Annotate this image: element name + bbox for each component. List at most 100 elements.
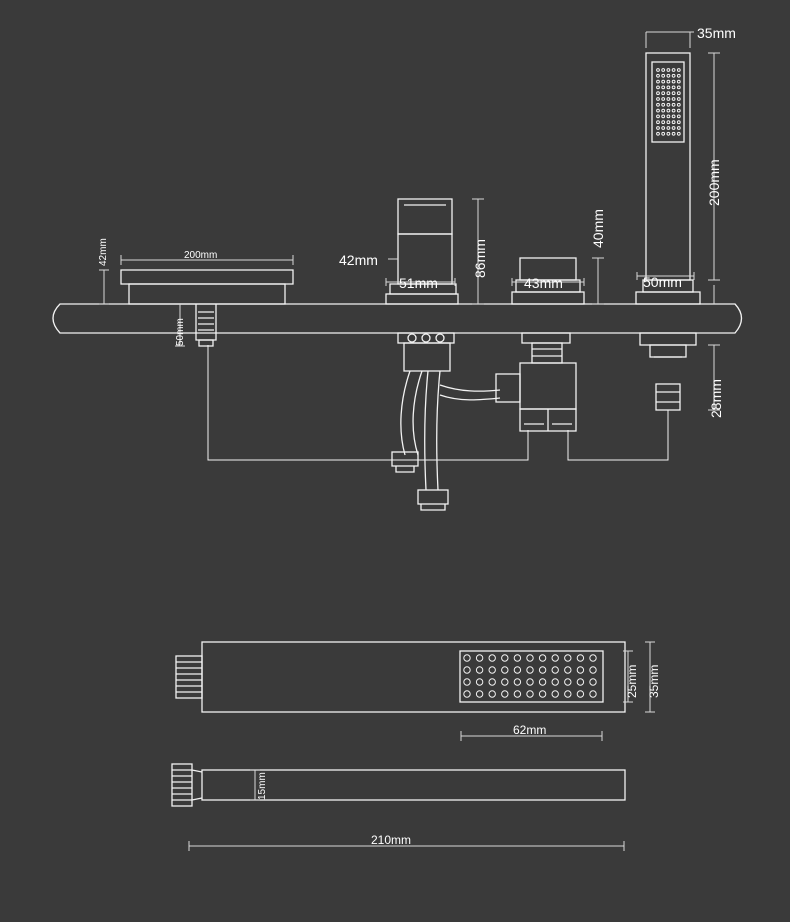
label-spout-below: 50mm bbox=[175, 318, 186, 346]
nozzle-dot bbox=[661, 97, 666, 101]
nozzle-dot bbox=[656, 114, 660, 119]
nozzle-dot bbox=[671, 120, 676, 125]
nozzle-dot bbox=[676, 120, 681, 125]
label-head-width: 35mm bbox=[647, 665, 661, 698]
nozzle-dot bbox=[676, 68, 681, 72]
nozzle-dot bbox=[676, 108, 681, 113]
nozzle-dot bbox=[564, 654, 572, 662]
label-shower-width: 35mm bbox=[697, 25, 736, 41]
nozzle-dot bbox=[666, 131, 671, 136]
nozzle-dot bbox=[656, 79, 660, 84]
nozzle-dot bbox=[656, 126, 660, 130]
hand-shower-mounted bbox=[635, 52, 701, 411]
connection-pipes bbox=[207, 345, 669, 461]
nozzle-dot bbox=[666, 73, 671, 78]
label-valve-base: 43mm bbox=[524, 275, 563, 291]
nozzle-dot bbox=[666, 114, 671, 119]
nozzle-dot bbox=[656, 97, 660, 101]
nozzle-dot bbox=[501, 666, 509, 674]
nozzle-dot bbox=[661, 85, 666, 90]
nozzle-dot bbox=[538, 690, 547, 698]
nozzle-dot bbox=[526, 678, 534, 686]
nozzle-dot bbox=[513, 666, 522, 674]
nozzle-dot bbox=[671, 85, 676, 90]
nozzle-dot bbox=[661, 68, 666, 72]
nozzle-dot bbox=[564, 678, 572, 686]
nozzle-dot bbox=[576, 678, 585, 686]
nozzle-dot bbox=[676, 91, 681, 96]
nozzle-dot bbox=[589, 666, 597, 674]
nozzle-dot bbox=[671, 97, 676, 101]
label-spout-width: 200mm bbox=[184, 250, 217, 261]
nozzle-dot bbox=[488, 654, 496, 662]
nozzle-dot bbox=[501, 690, 509, 698]
nozzle-dot bbox=[661, 120, 666, 125]
nozzle-dot bbox=[666, 102, 671, 107]
nozzle-dot bbox=[671, 68, 676, 72]
nozzle-dot bbox=[589, 690, 597, 698]
nozzle-dot bbox=[666, 79, 671, 84]
label-mixer-height: 86mm bbox=[472, 239, 488, 278]
dimension-lines bbox=[99, 31, 720, 851]
dimension-labels: 35mm 200mm 50mm 28mm 200mm 42mm 50mm 42m… bbox=[98, 25, 736, 847]
nozzle-dot bbox=[656, 91, 660, 96]
nozzle-dot bbox=[671, 73, 676, 78]
waterfall-spout bbox=[120, 269, 294, 347]
nozzle-dot bbox=[676, 73, 681, 78]
nozzle-dot bbox=[475, 690, 484, 698]
nozzle-dot bbox=[676, 85, 681, 90]
nozzle-dot bbox=[656, 102, 660, 107]
label-handle-width: 15mm bbox=[257, 772, 268, 800]
nozzle-dots-top-view bbox=[463, 654, 597, 698]
nozzle-dot bbox=[589, 678, 597, 686]
nozzle-dot bbox=[526, 666, 534, 674]
label-spout-height: 42mm bbox=[98, 238, 109, 266]
nozzle-dot bbox=[513, 654, 522, 662]
nozzle-dot bbox=[656, 108, 660, 113]
nozzle-dot bbox=[661, 91, 666, 96]
nozzle-dot bbox=[671, 114, 676, 119]
nozzle-dot bbox=[661, 79, 666, 84]
nozzle-dot bbox=[671, 79, 676, 84]
nozzle-dot bbox=[513, 690, 522, 698]
nozzle-dot bbox=[676, 131, 681, 136]
nozzle-dot bbox=[666, 91, 671, 96]
nozzle-dot bbox=[666, 120, 671, 125]
label-face-length: 62mm bbox=[513, 723, 546, 737]
nozzle-dot bbox=[671, 126, 676, 130]
nozzle-dot bbox=[656, 73, 660, 78]
nozzle-dot bbox=[676, 79, 681, 84]
braided-hoses bbox=[391, 370, 501, 511]
label-mixer-depth: 42mm bbox=[339, 252, 378, 268]
nozzle-dot bbox=[661, 102, 666, 107]
nozzle-dot bbox=[501, 678, 509, 686]
nozzle-dot bbox=[661, 108, 666, 113]
nozzle-dot bbox=[576, 666, 585, 674]
nozzle-dot bbox=[656, 68, 660, 72]
label-shower-height: 200mm bbox=[706, 159, 722, 206]
nozzle-dot bbox=[564, 666, 572, 674]
nozzle-dot bbox=[666, 126, 671, 130]
nozzle-dot bbox=[676, 114, 681, 119]
nozzle-dot bbox=[671, 91, 676, 96]
hand-shower-side-view bbox=[171, 763, 626, 807]
nozzle-dot bbox=[671, 102, 676, 107]
nozzle-dot bbox=[513, 678, 522, 686]
label-shower-base: 50mm bbox=[643, 274, 682, 290]
nozzle-dot bbox=[671, 108, 676, 113]
nozzle-dot bbox=[551, 654, 559, 662]
nozzle-dot bbox=[551, 678, 559, 686]
nozzle-dot bbox=[526, 654, 534, 662]
nozzle-dot bbox=[501, 654, 509, 662]
nozzle-dot bbox=[676, 102, 681, 107]
nozzle-dot bbox=[463, 654, 471, 662]
label-mixer-base: 51mm bbox=[399, 275, 438, 291]
nozzle-dot bbox=[666, 68, 671, 72]
nozzle-dot bbox=[661, 73, 666, 78]
nozzle-dot bbox=[526, 690, 534, 698]
deck-slab bbox=[52, 303, 743, 334]
nozzle-dot bbox=[661, 126, 666, 130]
nozzle-dot bbox=[463, 678, 471, 686]
